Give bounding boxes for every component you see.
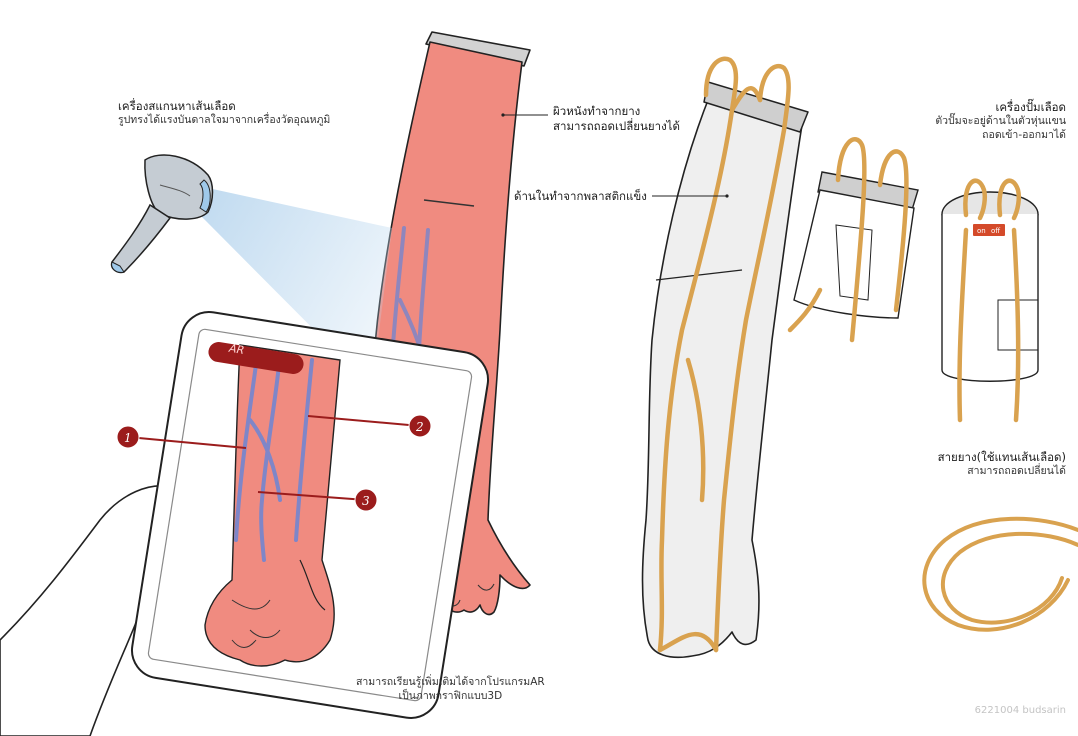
ar-caption-line1: สามารถเรียนรู้เพิ่มเติมได้จากโปรแกรมAR: [356, 676, 545, 690]
scanner-title: เครื่องสแกนหาเส้นเลือด: [118, 99, 330, 114]
skin-label: ผิวหนังทำจากยาง สามารถถอดเปลี่ยนยางได้: [553, 104, 680, 134]
pump-label: เครื่องปั๊มเลือด ตัวปั๊มจะอยู่ด้านในตัวห…: [935, 100, 1066, 142]
tube-desc: สามารถถอดเปลี่ยนได้: [938, 465, 1066, 479]
pump-desc-line2: ถอดเข้า-ออกมาได้: [935, 129, 1066, 143]
blood-pump: on off: [942, 181, 1038, 420]
scanner-desc: รูปทรงได้แรงบันดาลใจมาจากเครื่องวัดอุณหภ…: [118, 114, 330, 128]
pump-desc-line1: ตัวปั๊มจะอยู่ด้านในตัวหุ่นแขน: [935, 115, 1066, 129]
scanner-label: เครื่องสแกนหาเส้นเลือด รูปทรงได้แรงบันดา…: [118, 99, 330, 128]
tube-title: สายยาง(ใช้แทนเส้นเลือด): [938, 450, 1066, 465]
ar-badge-text: AR: [227, 342, 245, 357]
skin-label-line2: สามารถถอดเปลี่ยนยางได้: [553, 119, 680, 134]
vein-scanner-device: [112, 155, 213, 272]
ar-tablet: AR 1 2 3: [0, 308, 492, 736]
marker-2-label: 2: [415, 420, 424, 434]
marker-1-label: 1: [124, 431, 132, 445]
tube-label: สายยาง(ใช้แทนเส้นเลือด) สามารถถอดเปลี่ยน…: [938, 450, 1066, 479]
inner-plastic-label: ด้านในทำจากพลาสติกแข็ง: [514, 189, 647, 204]
plastic-inner-arm: [643, 59, 809, 658]
pump-body: [942, 214, 1038, 381]
pump-switch-off: off: [991, 227, 1000, 235]
inner-arm-shell: [643, 95, 803, 657]
pump-switch-on: on: [977, 227, 986, 235]
ar-caption: สามารถเรียนรู้เพิ่มเติมได้จากโปรแกรมAR เ…: [356, 676, 545, 703]
tube-coil: [924, 519, 1078, 630]
pump-module-small: [790, 139, 918, 340]
author-credit: 6221004 budsarin: [975, 705, 1066, 716]
ar-caption-line2: เป็นภาพกราฟิกแบบ3D: [356, 690, 545, 704]
pump-title: เครื่องปั๊มเลือด: [935, 100, 1066, 115]
skin-label-line1: ผิวหนังทำจากยาง: [553, 104, 680, 119]
scanner-handle: [112, 205, 170, 272]
marker-3-label: 3: [362, 494, 370, 508]
